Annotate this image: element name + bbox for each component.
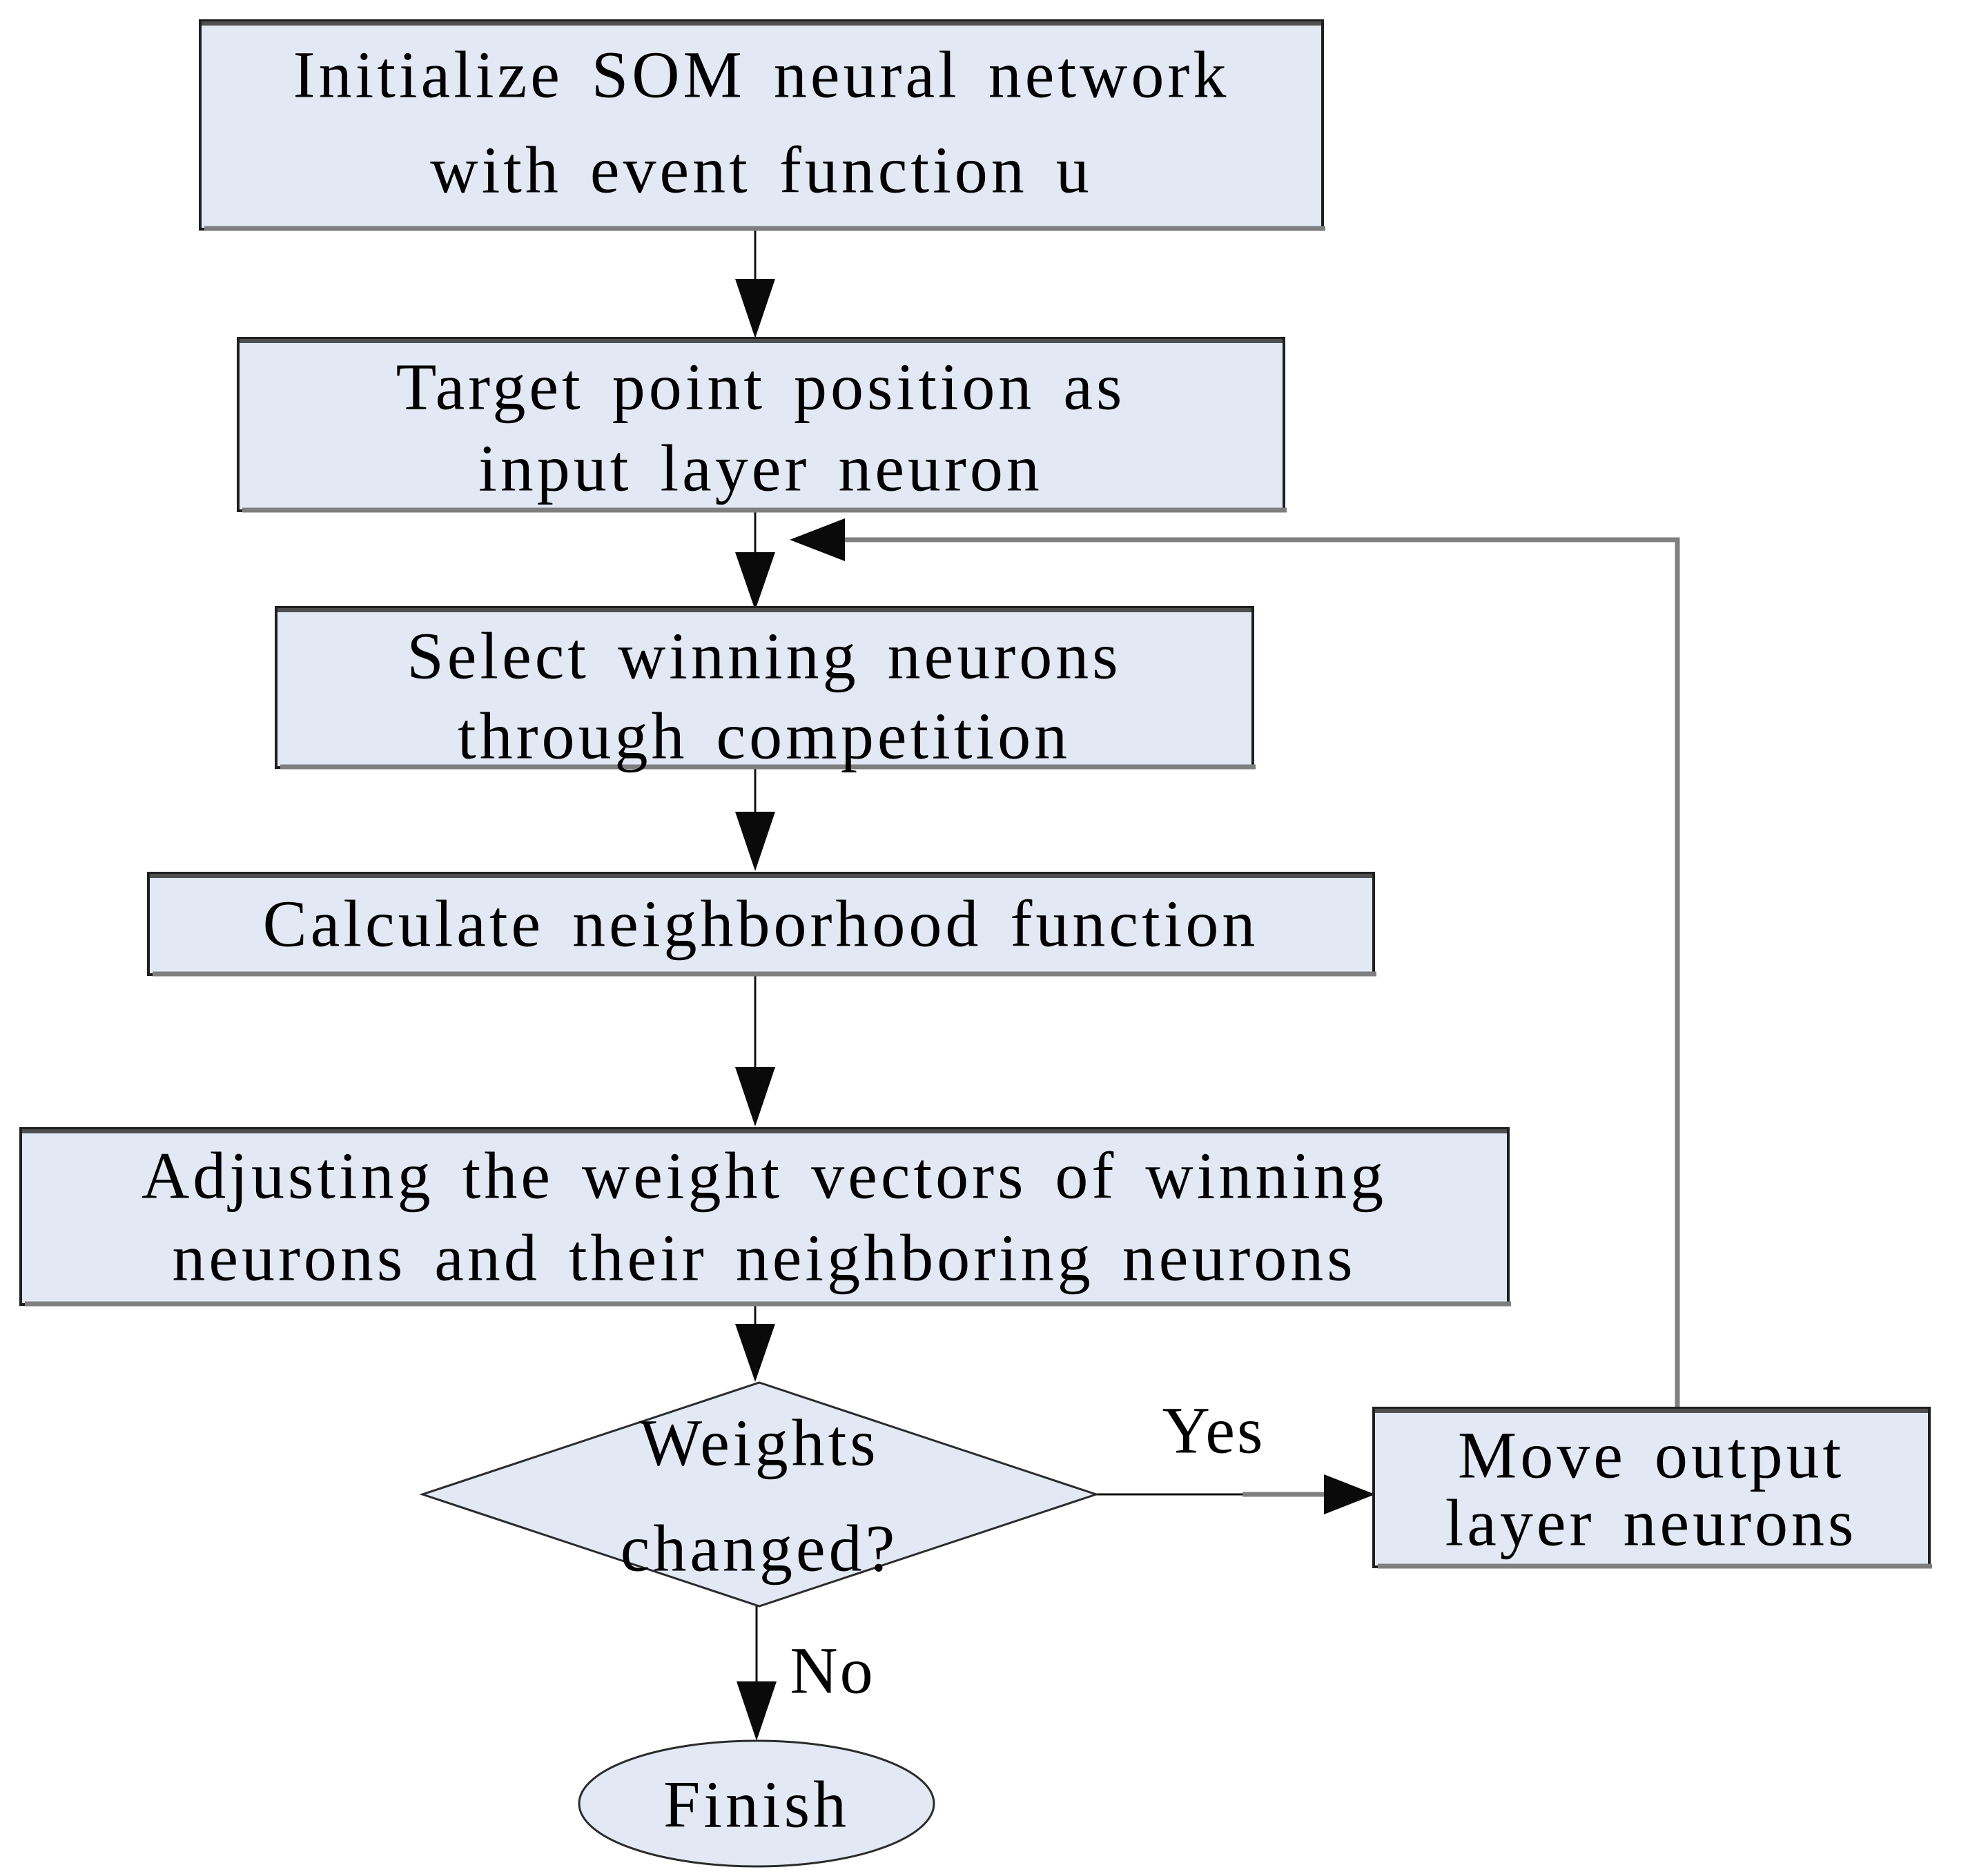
feedback-arrowhead-left-icon [790,518,845,561]
node-decision-line1: Weights [639,1406,879,1480]
arrowhead-down-2-icon [735,552,775,610]
node-adjust-shape [19,1127,1510,1306]
arrowhead-down-4-icon [735,1067,775,1126]
feedback-loop-line [844,537,1680,1409]
node-move-line1: Move output [1458,1418,1844,1492]
node-adjust-line1: Adjusting the weight vectors of winning [142,1139,1387,1213]
arrowhead-right-yes-icon [1324,1474,1375,1514]
no-branch-label: No [790,1634,875,1708]
node-init-shape [199,19,1324,231]
yes-branch-label: Yes [1162,1394,1265,1467]
node-finish-line1: Finish [663,1768,850,1842]
connectors [735,229,1680,1741]
node-decision-line2: changed? [621,1512,898,1585]
node-move-line2: layer neurons [1445,1486,1858,1560]
node-select-line1: Select winning neurons [407,619,1121,693]
node-adjust-line2: neurons and their neighboring neurons [172,1221,1356,1295]
node-select: Select winning neurons through competiti… [275,606,1256,773]
node-move-shape [1372,1407,1931,1568]
node-init-line2: with event function u [430,133,1092,207]
node-init: Initialize SOM neural network with event… [199,19,1325,231]
node-adjust: Adjusting the weight vectors of winning … [19,1127,1511,1307]
arrowhead-down-no-icon [737,1681,777,1741]
node-target-line1: Target point position as [396,350,1126,424]
node-decision: Weights changed? [419,1381,1100,1608]
node-neighborhood-shape [147,872,1375,976]
node-target: Target point position as input layer neu… [237,337,1287,513]
arrowhead-down-1-icon [735,279,775,338]
node-neighborhood: Calculate neighborhood function [147,872,1376,977]
node-init-line1: Initialize SOM neural network [293,38,1230,112]
node-target-line2: input layer neuron [478,431,1043,505]
node-target-shape [237,337,1285,512]
node-decision-shape [419,1381,1100,1608]
node-neighborhood-line1: Calculate neighborhood function [263,887,1259,961]
arrowhead-down-5-icon [735,1324,775,1382]
node-finish-shape [578,1739,935,1868]
arrowhead-down-3-icon [735,812,775,871]
node-select-shape [275,606,1254,769]
node-select-line2: through competition [458,699,1071,773]
node-move: Move output layer neurons [1372,1407,1932,1569]
node-finish: Finish [578,1739,935,1868]
